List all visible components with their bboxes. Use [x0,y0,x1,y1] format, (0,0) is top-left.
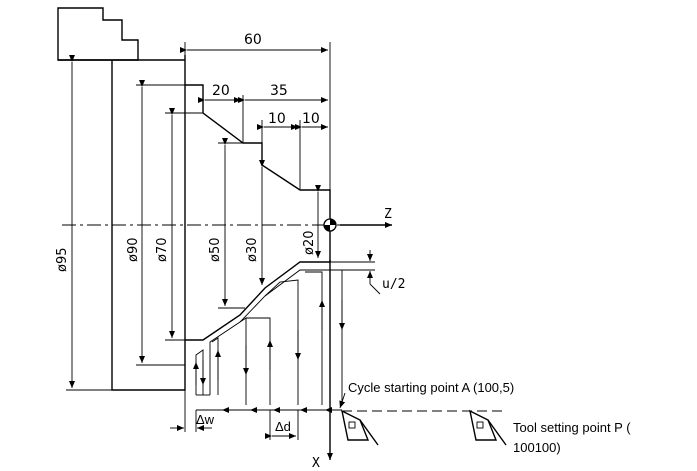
x-axis-label: X [312,456,320,471]
dw-label: Δw [196,412,215,427]
dim-d50-label: ø50 [208,238,223,263]
tool-at-p [469,409,507,446]
origin-quadrant-b [324,225,330,231]
cycle-start-leader [339,392,346,409]
u2-label: u/2 [382,277,405,292]
dim-20-label: 20 [212,83,230,99]
u2-leader [369,283,381,295]
dim-10a-label: 10 [268,111,286,127]
dim-10b-label: 10 [302,111,320,127]
z-axis-label: Z [384,207,392,222]
dim-d95-label: ø95 [55,248,70,273]
tool-setting-label-line1: Tool setting point P ( [513,420,631,435]
tool-setting-label-line2: 100100) [513,440,561,455]
dim-d20-label: ø20 [302,231,317,256]
chuck-jaw [57,7,139,61]
dim-d90-label: ø90 [126,238,141,263]
dim-60-label: 60 [244,32,262,48]
cycle-start-label: Cycle starting point A (100,5) [348,380,514,395]
dim-d70-label: ø70 [155,238,170,263]
dim-35-label: 35 [270,83,288,99]
dd-label: Δd [275,419,291,434]
tool-at-a [341,409,379,446]
dim-d30-label: ø30 [245,238,260,263]
origin-quadrant-a [330,219,336,225]
